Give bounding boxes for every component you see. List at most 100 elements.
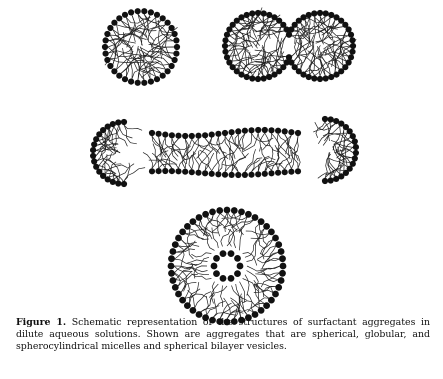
surfactant-head (168, 263, 175, 270)
surfactant-head (170, 277, 177, 284)
surfactant-tail (246, 231, 269, 235)
surfactant-head (165, 20, 171, 26)
surfactant-head (154, 12, 160, 18)
surfactant-tail (97, 144, 105, 161)
surfactant-head (255, 76, 261, 82)
surfactant-head (222, 130, 228, 136)
surfactant-head (90, 147, 96, 153)
surfactant-head (104, 57, 110, 63)
surfactant-tail (290, 147, 300, 169)
surfactant-head (175, 291, 182, 298)
surfactant-head (195, 133, 201, 139)
surfactant-tail (245, 275, 249, 296)
surfactant-head (107, 25, 113, 31)
surfactant-tail (257, 246, 276, 260)
surfactant-head (169, 63, 175, 69)
surfactant-head (175, 235, 182, 242)
surfactant-head (279, 270, 286, 277)
surfactant-tail (181, 240, 199, 247)
surfactant-head (295, 130, 301, 136)
surfactant-head (229, 129, 235, 135)
surfactant-head (349, 49, 355, 55)
globular-micelle (222, 8, 356, 83)
surfactant-head (242, 172, 248, 178)
surfactant-head (349, 37, 355, 43)
surfactant-head (323, 75, 329, 81)
surfactant-tail (186, 260, 207, 264)
spherocylindrical-micelle (90, 116, 359, 187)
surfactant-head (91, 141, 97, 147)
surfactant-head (263, 223, 270, 230)
surfactant-tail (245, 149, 256, 172)
surfactant-head (168, 270, 175, 277)
surfactant-head (255, 171, 261, 177)
surfactant-head (275, 241, 282, 248)
surfactant-tail (213, 299, 216, 318)
surfactant-head (268, 170, 274, 176)
surfactant-head (162, 132, 168, 138)
surfactant-head (172, 57, 178, 63)
surfactant-head (189, 133, 195, 139)
surfactant-tail (191, 253, 211, 257)
surfactant-head (328, 177, 334, 183)
spherical-micelle (102, 8, 180, 86)
surfactant-head (252, 214, 259, 221)
surfactant-head (245, 211, 252, 218)
surfactant-head (169, 168, 175, 174)
surfactant-head (237, 263, 244, 270)
surfactant-head (122, 76, 128, 82)
surfactant-tail (102, 136, 120, 140)
surfactant-head (173, 51, 179, 57)
vesicle-core (219, 258, 235, 274)
surfactant-head (209, 171, 215, 177)
surfactant-head (220, 250, 227, 257)
surfactant-head (350, 133, 356, 139)
surfactant-head (116, 15, 122, 21)
surfactant-head (149, 168, 155, 174)
surfactant-head (229, 172, 235, 178)
surfactant-head (103, 51, 109, 57)
surfactant-head (255, 127, 261, 133)
surfactant-head (202, 211, 209, 218)
surfactant-tail (175, 259, 198, 264)
surfactant-tail (243, 253, 257, 266)
surfactant-tail (159, 164, 178, 168)
surfactant-head (184, 223, 191, 230)
surfactant-head (222, 37, 228, 43)
surfactant-head (317, 76, 323, 82)
surfactant-head (213, 255, 220, 262)
surfactant-head (311, 10, 317, 16)
surfactant-tail (218, 154, 227, 171)
surfactant-head (107, 63, 113, 69)
surfactant-head (175, 133, 181, 139)
surfactant-head (222, 172, 228, 178)
surfactant-head (103, 37, 109, 43)
surfactant-head (156, 168, 162, 174)
surfactant-tail (294, 45, 312, 61)
surfactant-tail (119, 126, 132, 139)
surfactant-head (104, 31, 110, 37)
surfactant-head (91, 158, 97, 164)
surfactant-head (280, 263, 287, 270)
surfactant-head (352, 155, 358, 161)
surfactant-head (111, 20, 117, 26)
surfactant-tail (185, 282, 199, 298)
surfactant-head (272, 291, 279, 298)
surfactant-head (234, 255, 241, 262)
surfactant-tail (192, 139, 209, 146)
surfactant-tail (301, 49, 313, 70)
surfactant-head (222, 49, 228, 55)
surfactant-head (196, 214, 203, 221)
surfactant-head (262, 127, 268, 133)
surfactant-head (160, 73, 166, 79)
surfactant-tail (333, 144, 353, 148)
surfactant-head (249, 75, 255, 81)
surfactant-head (174, 44, 180, 50)
surfactant-head (231, 207, 238, 214)
surfactant-head (295, 168, 301, 174)
surfactant-head (148, 79, 154, 85)
surfactant-head (165, 68, 171, 74)
surfactant-head (228, 275, 235, 282)
surfactant-tail (206, 296, 208, 315)
surfactant-head (249, 10, 255, 16)
